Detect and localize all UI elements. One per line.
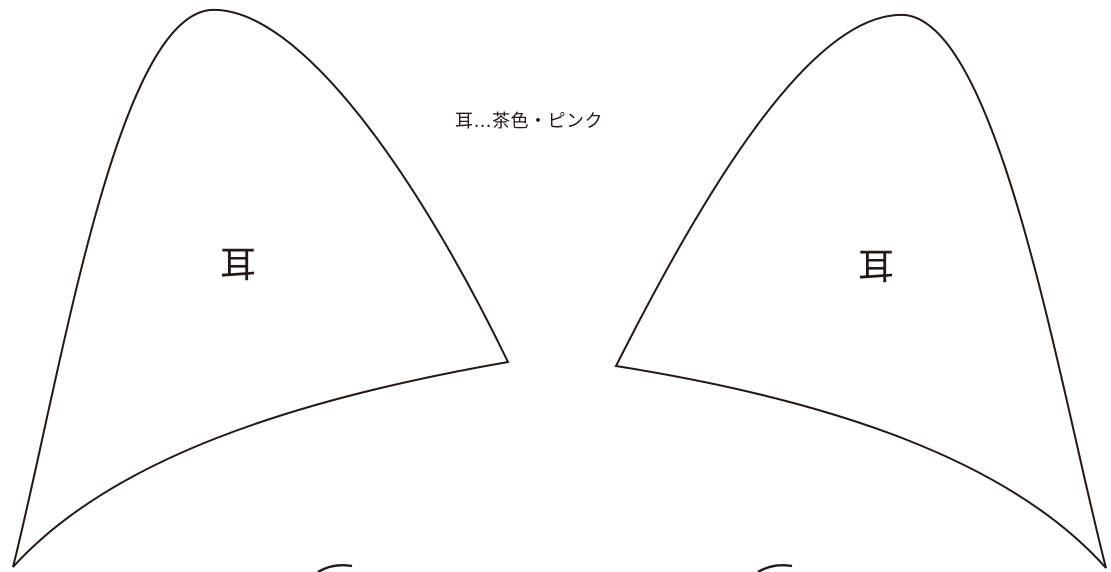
left-eye-outline-partial [317,564,353,572]
right-eye-outline-partial [757,564,793,572]
left-ear-label: 耳 [220,245,257,286]
pattern-heading: 耳…茶色・ピンク [455,111,603,132]
right-ear-outline [614,13,1107,569]
right-ear-label: 耳 [858,247,895,288]
left-ear-outline [12,8,510,568]
